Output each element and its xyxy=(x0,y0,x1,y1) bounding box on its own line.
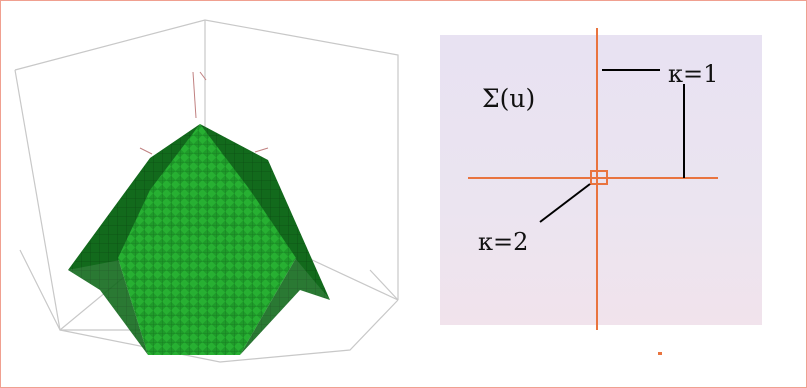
sigma-label: Σ(u) xyxy=(482,84,536,113)
diagram-panel xyxy=(440,35,762,325)
stray-tick-mark xyxy=(658,352,662,355)
pyramid-surface xyxy=(68,124,330,355)
kappa2-pointer xyxy=(539,183,591,223)
axis-ticks xyxy=(139,71,269,155)
kappa1-label: κ=1 xyxy=(668,60,719,88)
open-square-marker xyxy=(590,170,608,185)
kappa2-label: κ=2 xyxy=(478,228,529,256)
